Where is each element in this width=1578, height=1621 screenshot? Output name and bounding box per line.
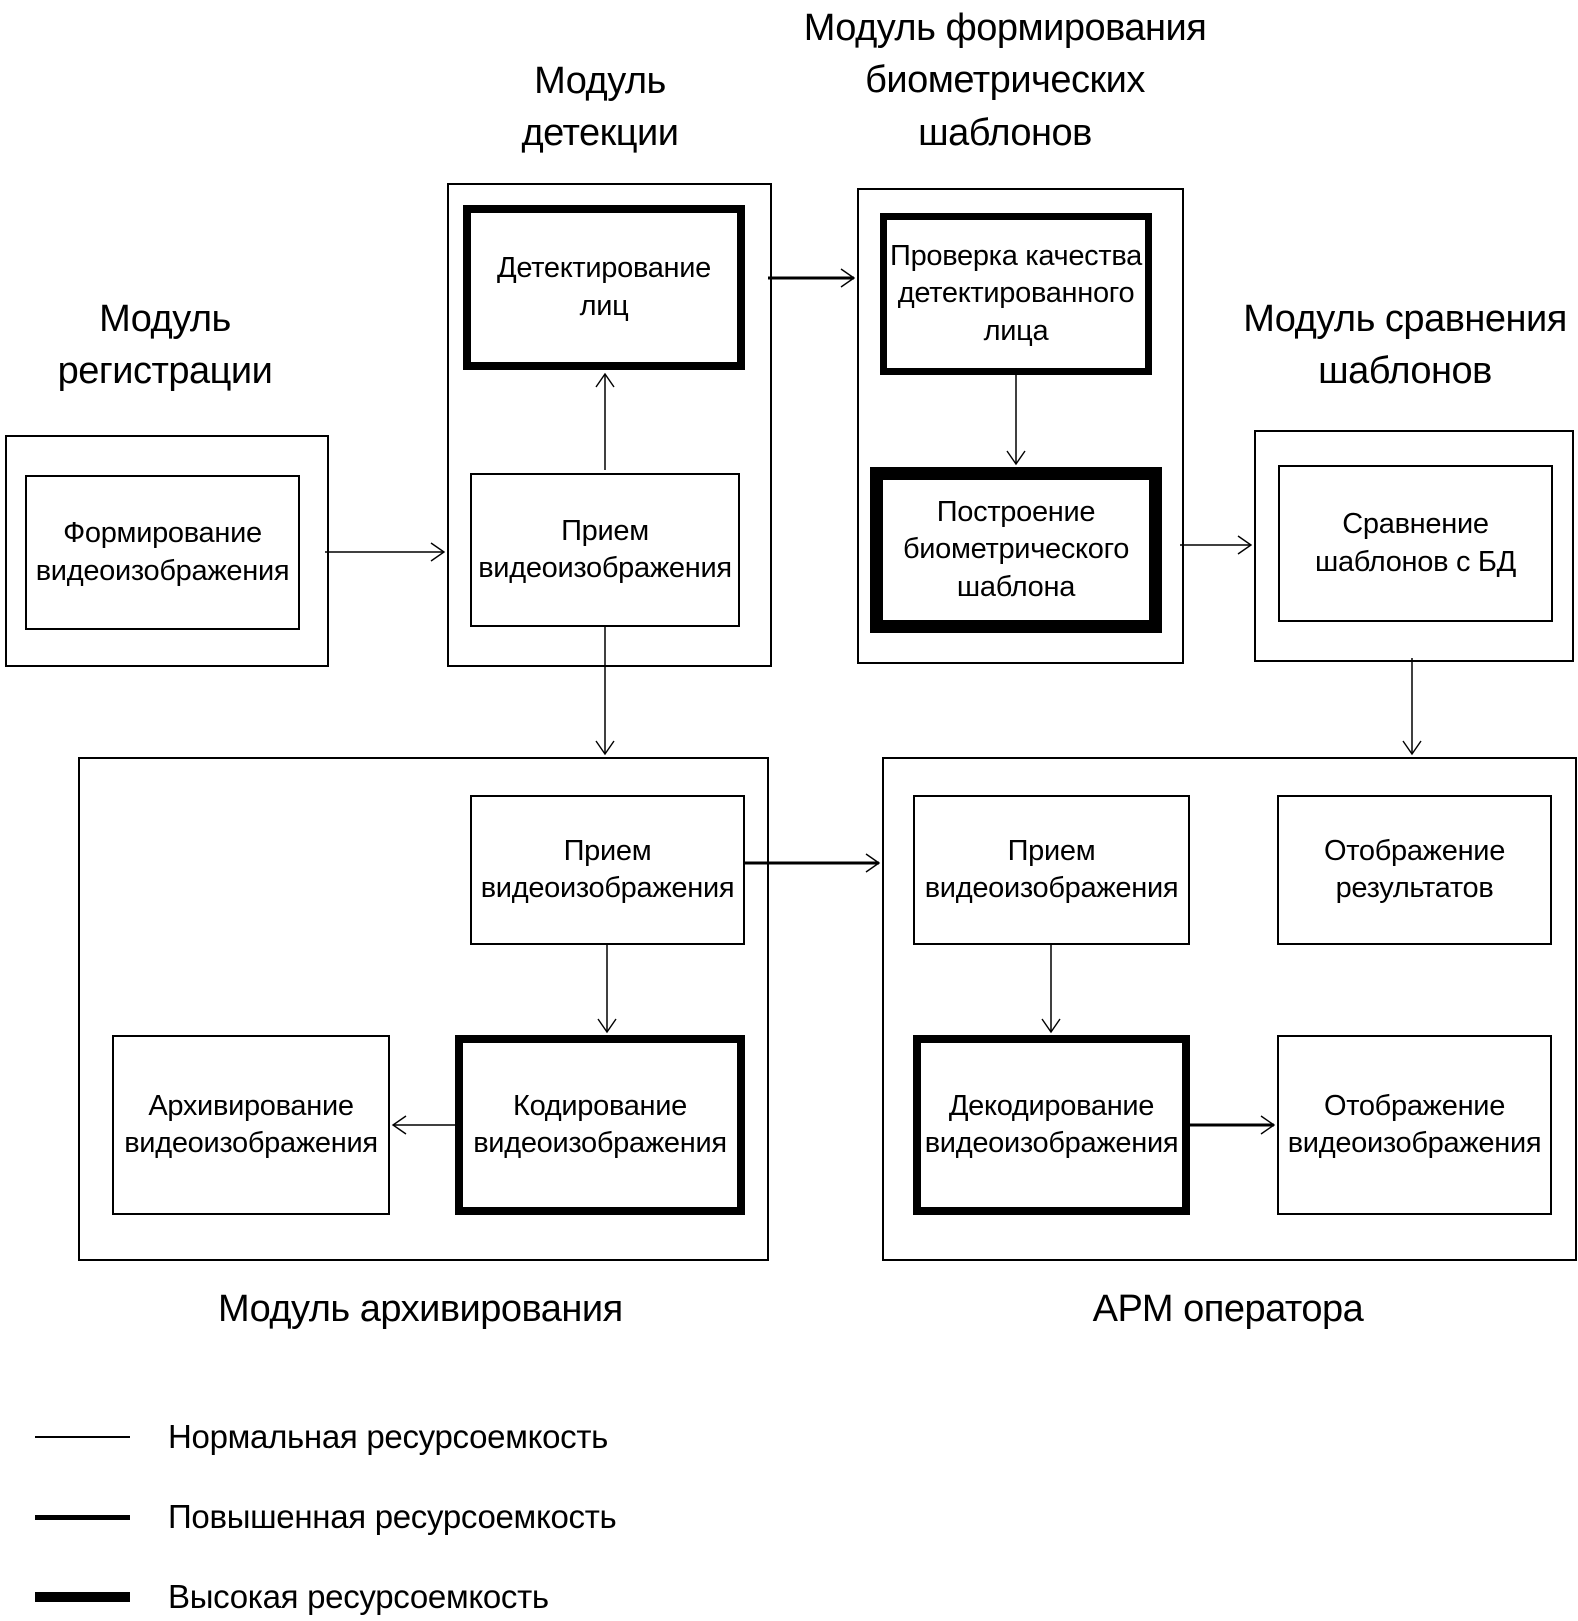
legend-line-raised [35, 1514, 130, 1520]
registration-module-box [5, 435, 329, 667]
node-face-detection: Детектирование лиц [463, 205, 745, 370]
legend-item-high: Высокая ресурсоемкость [35, 1575, 549, 1619]
comparison-module-box [1254, 430, 1574, 662]
node-operator-receive-video: Прием видеоизображения [913, 795, 1190, 945]
node-template-match: Сравнение шаблонов с БД [1278, 465, 1553, 622]
legend-line-normal [35, 1436, 130, 1438]
node-archiving-receive-video: Прием видеоизображения [470, 795, 745, 945]
legend-item-normal: Нормальная ресурсоемкость [35, 1415, 608, 1459]
legend-label-normal: Нормальная ресурсоемкость [168, 1418, 609, 1455]
legend-label-high: Высокая ресурсоемкость [168, 1578, 549, 1615]
header-comparison-module: Модуль сравнения шаблонов [1243, 298, 1567, 393]
node-video-archive: Архивирование видеоизображения [112, 1035, 390, 1215]
legend-label-raised: Повышенная ресурсоемкость [168, 1498, 617, 1535]
legend-line-high [35, 1592, 130, 1602]
node-form-video: Формирование видеоизображения [25, 475, 300, 630]
node-results-display: Отображение результатов [1277, 795, 1552, 945]
operator-module-box [882, 757, 1577, 1261]
node-video-display: Отображение видеоизображения [1277, 1035, 1552, 1215]
legend-item-raised: Повышенная ресурсоемкость [35, 1495, 617, 1539]
header-formation-module: Модуль формирования биометрических шабло… [803, 7, 1207, 154]
header-registration-module: Модуль регистрации [57, 298, 273, 393]
archiving-module-box [78, 757, 769, 1261]
footer-operator-module: АРМ оператора [1092, 1288, 1364, 1330]
header-detection-module: Модуль детекции [521, 60, 680, 155]
footer-archiving-module: Модуль архивирования [218, 1288, 623, 1330]
detection-module-box [447, 183, 772, 667]
node-template-build: Построение биометрического шаблона [870, 467, 1162, 633]
formation-module-box [857, 188, 1184, 664]
node-quality-check: Проверка качества детектированного лица [880, 213, 1152, 375]
node-detection-receive-video: Прием видеоизображения [470, 473, 740, 627]
node-video-encode: Кодирование видеоизображения [455, 1035, 745, 1215]
node-video-decode: Декодирование видеоизображения [913, 1035, 1190, 1215]
